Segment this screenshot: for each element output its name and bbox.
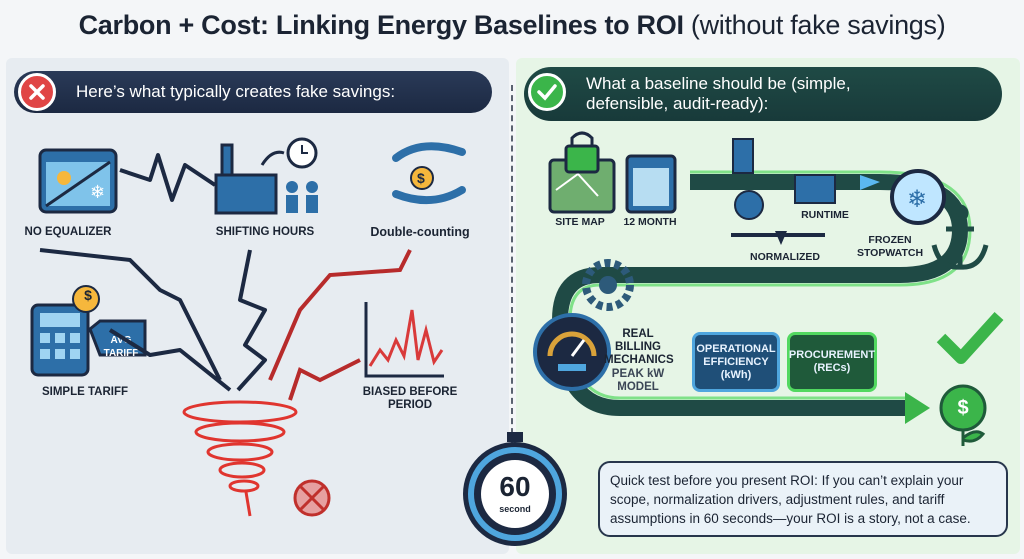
- label-frozen-stopwatch: FROZEN STOPWATCH: [856, 234, 924, 259]
- label-runtime: RUNTIME: [801, 209, 849, 221]
- gears-icon: [582, 259, 634, 311]
- chaos-arrows: [39, 153, 412, 401]
- stopwatch-icon: [463, 432, 567, 546]
- stopwatch-value: 60: [499, 471, 531, 502]
- label-site-map: SITE MAP: [555, 216, 605, 228]
- cancelled-coin-icon: [293, 479, 331, 517]
- fake-savings-heading: Here’s what typically creates fake savin…: [76, 82, 396, 101]
- hand-coin-icon: $: [392, 142, 466, 205]
- svg-text:❄: ❄: [90, 182, 105, 202]
- title-main: Carbon + Cost: Linking Energy Baselines …: [78, 10, 684, 40]
- calendar-weather-icon: ❄: [38, 148, 118, 214]
- factory-clock-icon: [214, 137, 318, 215]
- spiky-chart-icon: [364, 302, 444, 378]
- title-sub: (without fake savings): [690, 10, 946, 40]
- divider: [511, 85, 513, 525]
- label-double-counting: Double-counting: [370, 225, 470, 239]
- site-map-lock-icon: [548, 131, 616, 214]
- page-title: Carbon + Cost: Linking Energy Baselines …: [0, 10, 1024, 41]
- label-12-month: 12 MONTH: [623, 216, 677, 228]
- good-baseline-heading: What a baseline should be (simple, defen…: [586, 74, 851, 113]
- label-biased-before-period: BIASED BEFORE PERIOD: [362, 386, 458, 411]
- fake-savings-header: Here’s what typically creates fake savin…: [14, 71, 492, 113]
- x-icon: [18, 73, 56, 111]
- label-real-billing: REAL BILLING MECHANICS: [604, 328, 674, 366]
- svg-text:$: $: [417, 170, 425, 186]
- procurement-bucket: PROCUREMENT (RECs): [787, 332, 877, 392]
- label-peak-kw-model: PEAK kW MODEL: [611, 368, 665, 393]
- frozen-stopwatch-icon: ❄: [890, 169, 946, 225]
- label-shifting-hours: SHIFTING HOURS: [215, 226, 315, 238]
- quick-test-callout: Quick test before you present ROI: If yo…: [598, 461, 1008, 537]
- stopwatch-unit: second: [499, 504, 531, 514]
- dollar-sign-green: $: [957, 397, 969, 419]
- tornado-icon: [182, 400, 298, 517]
- calendar-icon: [625, 154, 677, 214]
- buildings-scale-icon: [731, 138, 836, 245]
- label-normalized: NORMALIZED: [750, 251, 820, 263]
- anchor-icon: [931, 204, 989, 270]
- big-check-icon: [936, 311, 1004, 364]
- operational-efficiency-bucket: OPERATIONAL EFFICIENCY (kWh): [692, 332, 780, 392]
- money-plant-icon: [939, 384, 987, 446]
- good-baseline-header: What a baseline should be (simple, defen…: [524, 67, 1002, 121]
- label-no-equalizer: NO EQUALIZER: [24, 226, 112, 238]
- dollar-sign: $: [84, 287, 92, 303]
- flow-path: [552, 170, 972, 424]
- label-simple-tariff: SIMPLE TARIFF: [41, 386, 129, 398]
- check-icon: [528, 73, 566, 111]
- calculator-icon: [30, 285, 147, 377]
- svg-text:❄: ❄: [907, 186, 927, 213]
- gauge-icon: [533, 313, 611, 391]
- avg-tariff-tag: AVG TARIFF: [103, 335, 139, 359]
